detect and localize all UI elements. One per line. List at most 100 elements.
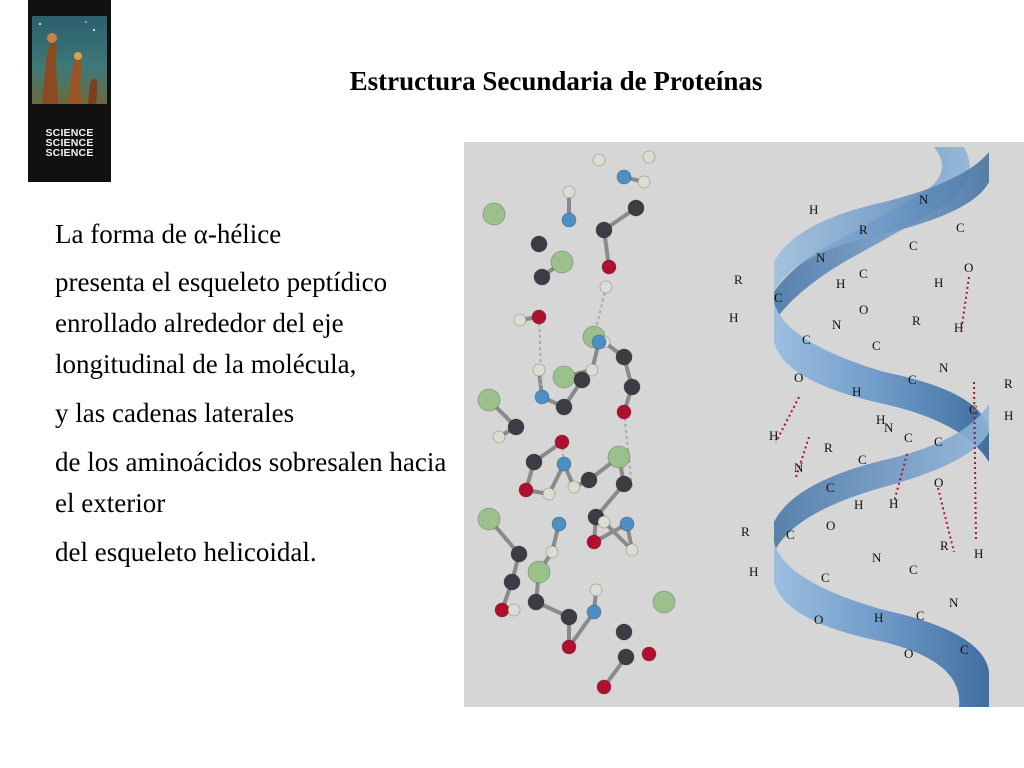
atom [616, 404, 632, 420]
atom [617, 648, 635, 666]
atom [595, 221, 613, 239]
atom-label-c: C [909, 238, 918, 253]
slide-body: La forma de α-hélice presenta el esquele… [55, 214, 465, 573]
atom [525, 453, 543, 471]
atom-label-c: C [826, 480, 835, 495]
atom-label-c: C [916, 608, 925, 623]
atom [615, 348, 633, 366]
atom [530, 235, 548, 253]
atom-label-h: H [954, 320, 963, 335]
hydrogen-bond [973, 381, 977, 543]
atom [596, 679, 612, 695]
paragraph-amino-acids: de los aminoácidos sobresalen hacia el e… [55, 447, 447, 518]
atom-label-h: H [769, 428, 778, 443]
atom [527, 593, 545, 611]
atom-label-c: C [960, 642, 969, 657]
atom-label-n: N [794, 460, 804, 475]
atom-label-n: N [884, 420, 894, 435]
atom [585, 363, 599, 377]
atom-label-o: O [964, 260, 973, 275]
atom [623, 378, 641, 396]
atom [554, 434, 570, 450]
wordmark-line: SCIENCE [45, 147, 94, 159]
atom [601, 259, 617, 275]
atom-label-h: H [749, 564, 758, 579]
atom [507, 418, 525, 436]
atom [503, 573, 521, 591]
atom-label-r: R [940, 538, 949, 553]
atom-label-h: H [876, 412, 885, 427]
atom [567, 480, 581, 494]
atom-label-h: H [852, 384, 861, 399]
atom-label-n: N [919, 192, 929, 207]
atom [599, 280, 613, 294]
atom-label-r: R [741, 524, 750, 539]
atom [625, 543, 639, 557]
atom [619, 516, 635, 532]
hydrogen-bond [795, 436, 810, 478]
atom [580, 471, 598, 489]
science-wordmark: SCIENCE SCIENCE SCIENCE [30, 127, 109, 159]
atom [561, 639, 577, 655]
atom-label-r: R [1004, 376, 1013, 391]
atom [545, 545, 559, 559]
atom [533, 268, 551, 286]
atom [592, 153, 606, 167]
atom-label-o: O [859, 302, 868, 317]
atom [542, 487, 556, 501]
atom [555, 398, 573, 416]
atom [607, 445, 631, 469]
atom-label-c: C [908, 372, 917, 387]
hydrogen-bond [775, 396, 800, 443]
atom [532, 363, 546, 377]
atom [518, 482, 534, 498]
atom [597, 515, 611, 529]
atom-label-c: C [858, 452, 867, 467]
atom [562, 185, 576, 199]
atom-label-h: H [934, 275, 943, 290]
bond [602, 520, 634, 552]
atom [552, 365, 576, 389]
atom-label-o: O [904, 646, 913, 661]
slide-title: Estructura Secundaria de Proteínas [349, 66, 763, 96]
atom-label-h: H [889, 496, 898, 511]
atom [615, 475, 633, 493]
wordmark-line: SCIENCE [45, 127, 94, 139]
atom [494, 602, 510, 618]
atom-label-n: N [872, 550, 882, 565]
atom-label-n: N [949, 595, 959, 610]
atom-label-o: O [826, 518, 835, 533]
atom-label-c: C [969, 402, 978, 417]
science-logo: SCIENCE SCIENCE SCIENCE [28, 0, 111, 182]
atom [510, 545, 528, 563]
atom [507, 603, 521, 617]
nebula-image [32, 16, 107, 104]
atom-label-c: C [786, 527, 795, 542]
atom [556, 456, 572, 472]
atom-label-o: O [934, 475, 943, 490]
hydrogen-bond [960, 276, 970, 333]
atom [642, 150, 656, 164]
atom [615, 623, 633, 641]
atom-label-c: C [956, 220, 965, 235]
atom-label-h: H [836, 276, 845, 291]
atom-label-n: N [939, 360, 949, 375]
atom-label-c: C [774, 290, 783, 305]
atom-label-c: C [802, 332, 811, 347]
atom-label-h: H [729, 310, 738, 325]
atom [589, 583, 603, 597]
hydrogen-bond [538, 316, 543, 398]
atom-label-r: R [824, 440, 833, 455]
atom [482, 202, 506, 226]
atom-label-c: C [872, 338, 881, 353]
hydrogen-bond [937, 487, 955, 553]
atom-label-r: R [859, 222, 868, 237]
atom [527, 560, 551, 584]
atom [573, 371, 591, 389]
atom-label-c: C [909, 562, 918, 577]
atom [513, 313, 527, 327]
atom-label-c: C [821, 570, 830, 585]
